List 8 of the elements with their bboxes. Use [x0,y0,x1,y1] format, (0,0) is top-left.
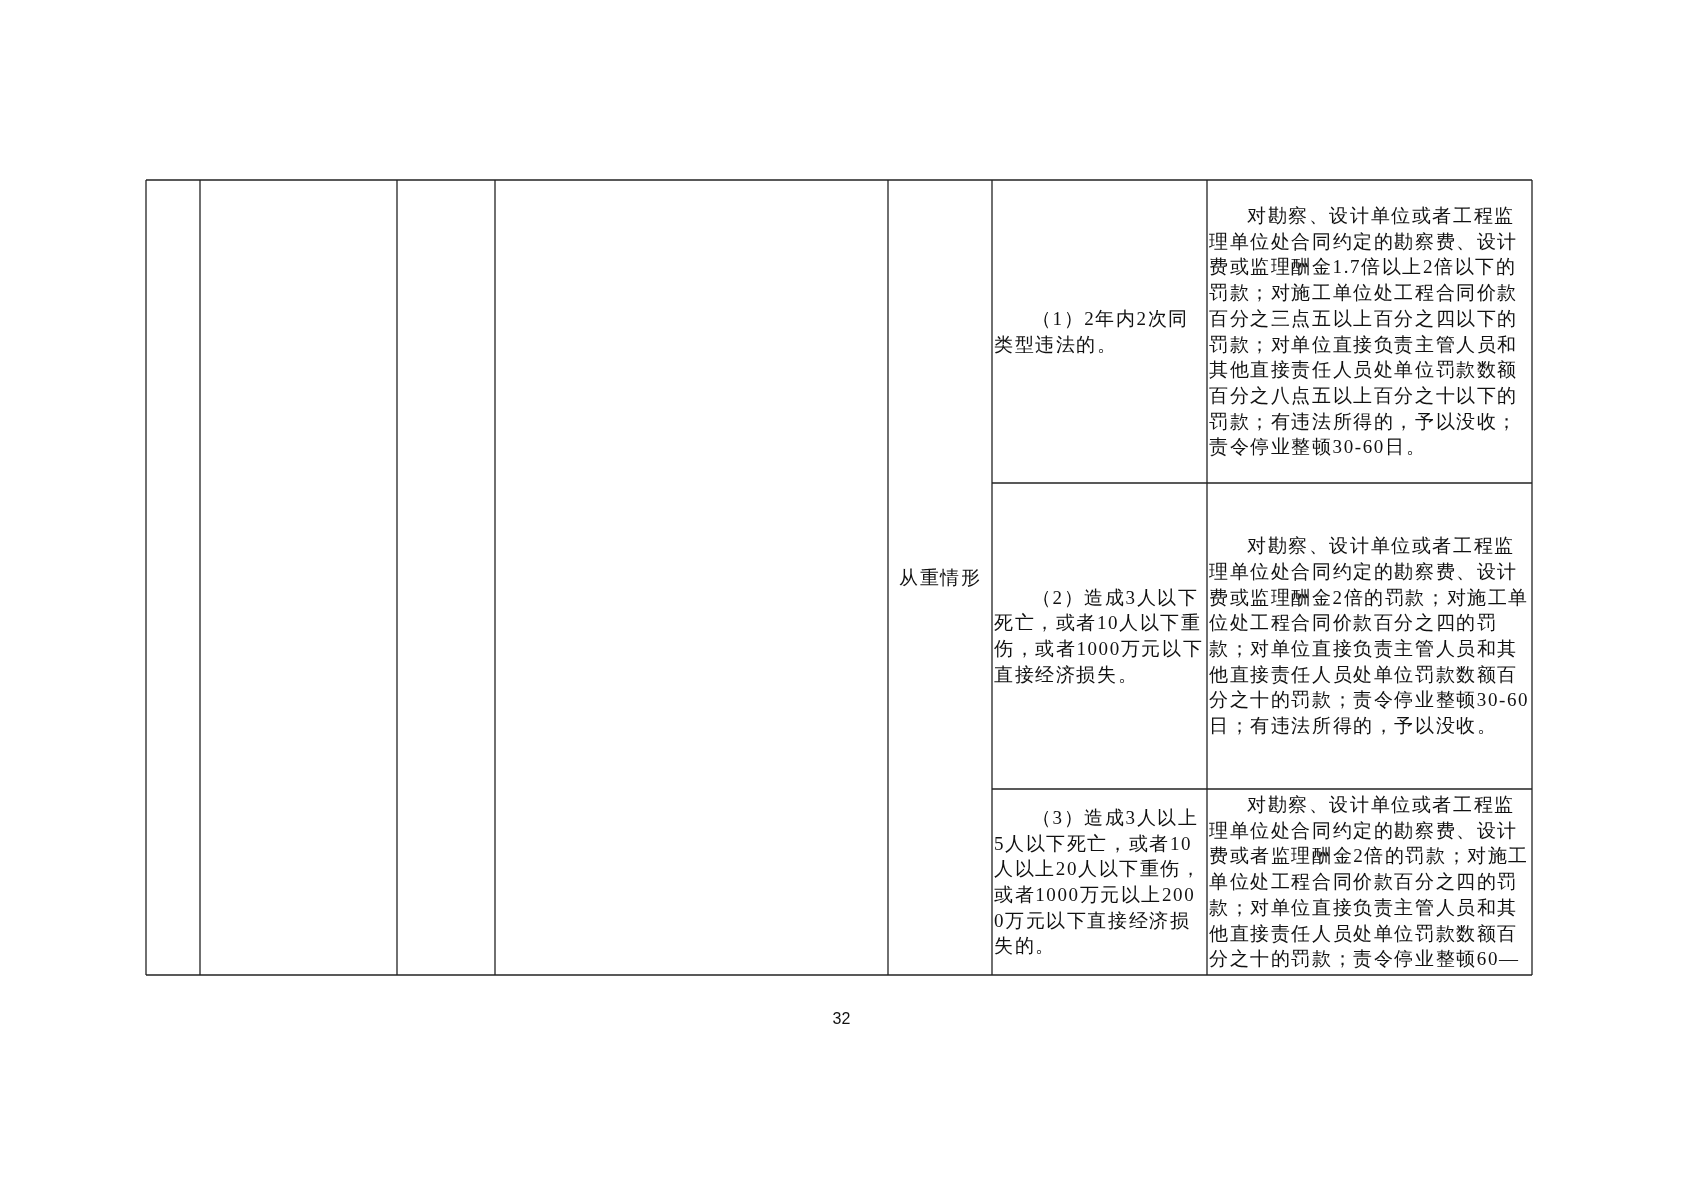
cell-text: （3）造成3人以上5人以下死亡，或者10人以上20人以下重伤，或者1000万元以上2000万元以下直接经济损失的。 [994,805,1203,959]
cell-text: （2）造成3人以下死亡，或者10人以下重伤，或者1000万元以下直接经济损失。 [994,585,1205,687]
page-number: 32 [832,1010,851,1028]
cell-text: 对勘察、设计单位或者工程监理单位处合同约定的勘察费、设计费或者监理酬金2倍的罚款；对施工单位处工程合同价款百分之四的罚款；对单位直接负责主管人员和其他直接责任人员处单位罚款数额百分之十的罚款；责令停业整顿60— [1209,793,1531,972]
cell-text: （1）2年内2次同类型违法的。 [994,306,1190,357]
row-heading: 从重情形 [899,565,982,590]
cell-text: 对勘察、设计单位或者工程监理单位处合同约定的勘察费、设计费或监理酬金1.7倍以上2倍以下的罚款；对施工单位处工程合同价款百分之三点五以上百分之四以下的罚款；对单位直接负责主管人员和其他直接责任人员处单位罚款数额百分之八点五以上百分之十以下的罚款；有违法所得的，予以没收；责令停业整顿30-60日。 [1209,204,1519,460]
cell-text: 对勘察、设计单位或者工程监理单位处合同约定的勘察费、设计费或监理酬金2倍的罚款；对施工单位处工程合同价款百分之四的罚款；对单位直接负责主管人员和其他直接责任人员处单位罚款数额百分之十的罚款；责令停业整顿30-60日；有违法所得的，予以没收。 [1209,534,1531,739]
